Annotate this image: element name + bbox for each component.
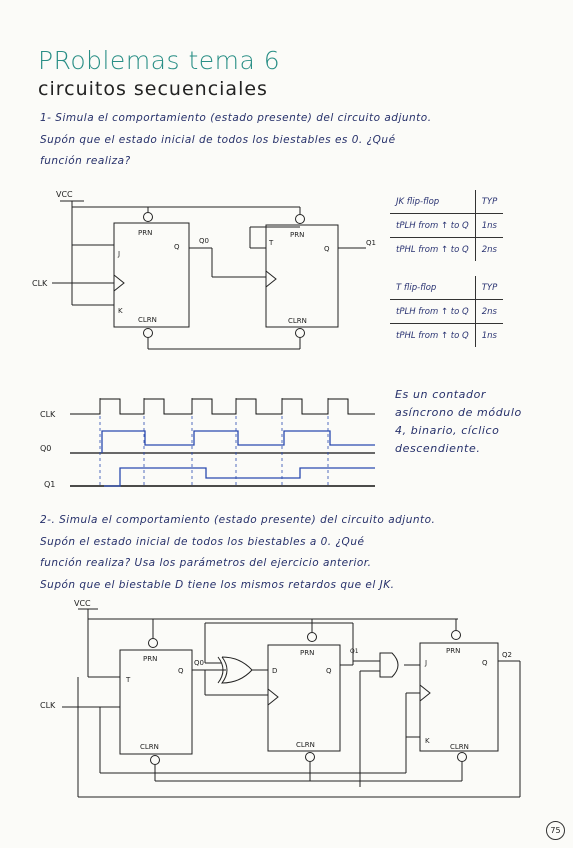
q0-label: Q0 bbox=[40, 444, 51, 453]
d-label: D bbox=[272, 667, 277, 675]
k-label: K bbox=[425, 737, 430, 745]
table-cell: tPLH from ↑ to Q bbox=[390, 213, 476, 238]
prn-label: PRN bbox=[143, 655, 157, 663]
q-label: Q bbox=[326, 667, 332, 675]
q-label: Q bbox=[324, 245, 330, 253]
circuit-2-diagram: VCC CLK PRN T Q CLRN Q0 PRN D Q CLRN Q1 … bbox=[40, 599, 521, 798]
vcc-label: VCC bbox=[74, 599, 91, 608]
problem-2-statement: 2-. Simula el comportamiento (estado pre… bbox=[40, 510, 570, 596]
answer-line: 4, binario, cíclico bbox=[395, 424, 500, 437]
clk-label: CLK bbox=[32, 279, 48, 288]
clrn-label: CLRN bbox=[296, 741, 315, 749]
prn-label: PRN bbox=[290, 231, 304, 239]
answer-line: descendiente. bbox=[395, 442, 481, 455]
page-number: 75 bbox=[546, 821, 565, 840]
q0-label: Q0 bbox=[199, 237, 209, 245]
t-label: T bbox=[268, 239, 274, 247]
clk-label: CLK bbox=[40, 410, 56, 419]
table-cell: tPLH from ↑ to Q bbox=[390, 299, 476, 324]
t-timing-table: T flip-flop TYP tPLH from ↑ to Q 2ns tPH… bbox=[390, 276, 504, 347]
clrn-label: CLRN bbox=[450, 743, 469, 751]
k-label: K bbox=[118, 307, 123, 315]
table-cell: 2ns bbox=[481, 306, 497, 317]
page-title: PRoblemas tema 6 bbox=[38, 46, 281, 75]
problem-1-line: 1- Simula el comportamiento (estado pres… bbox=[40, 112, 432, 124]
problem-2-line: Supón el estado inicial de todos los bie… bbox=[40, 535, 365, 548]
table-cell: 2ns bbox=[481, 244, 497, 255]
table-header: TYP bbox=[481, 196, 498, 207]
q1-label: Q1 bbox=[366, 239, 376, 247]
page-subtitle: circuitos secuenciales bbox=[38, 78, 268, 100]
prn-label: PRN bbox=[446, 647, 460, 655]
jk-timing-table: JK flip-flop TYP tPLH from ↑ to Q 1ns tP… bbox=[390, 190, 504, 261]
table-header: T flip-flop bbox=[390, 276, 476, 300]
q-label: Q bbox=[482, 659, 488, 667]
problem-1-statement: 1- Simula el comportamiento (estado pres… bbox=[40, 108, 570, 173]
clrn-label: CLRN bbox=[138, 316, 157, 324]
j-label: J bbox=[424, 659, 427, 667]
q-label: Q bbox=[178, 667, 184, 675]
q0-label: Q0 bbox=[194, 659, 204, 667]
table-cell: tPHL from ↑ to Q bbox=[390, 237, 476, 261]
problem-2-line: función realiza? Usa los parámetros del … bbox=[40, 557, 372, 569]
clrn-label: CLRN bbox=[288, 317, 307, 325]
q-label: Q bbox=[174, 243, 180, 251]
answer-line: Es un contador bbox=[395, 388, 487, 401]
prn-label: PRN bbox=[300, 649, 314, 657]
q1-label: Q1 bbox=[350, 648, 359, 655]
q2-label: Q2 bbox=[502, 651, 512, 659]
circuit-1-diagram: VCC CLK PRN J K Q CLRN Q0 T PRN Q CLRN Q… bbox=[32, 190, 376, 350]
table-cell: tPHL from ↑ to Q bbox=[390, 323, 476, 347]
timing-diagram: CLK Q0 Q1 bbox=[40, 398, 375, 489]
vcc-label: VCC bbox=[56, 190, 73, 199]
problem-2-line: 2-. Simula el comportamiento (estado pre… bbox=[40, 514, 436, 526]
t-label: T bbox=[125, 676, 131, 684]
answer-1: Es un contador asíncrono de módulo 4, bi… bbox=[395, 386, 567, 458]
problem-1-line: función realiza? bbox=[40, 155, 131, 167]
table-cell: 1ns bbox=[481, 220, 497, 231]
table-header: JK flip-flop bbox=[390, 190, 476, 214]
q1-label: Q1 bbox=[44, 480, 55, 489]
table-header: TYP bbox=[481, 282, 498, 293]
clk-label: CLK bbox=[40, 701, 56, 710]
answer-line: asíncrono de módulo bbox=[395, 406, 522, 419]
table-cell: 1ns bbox=[481, 330, 497, 341]
j-label: J bbox=[117, 250, 120, 258]
clrn-label: CLRN bbox=[140, 743, 159, 751]
prn-label: PRN bbox=[138, 229, 152, 237]
problem-1-line: Supón que el estado inicial de todos los… bbox=[40, 133, 396, 146]
problem-2-line: Supón que el biestable D tiene los mismo… bbox=[40, 578, 395, 591]
